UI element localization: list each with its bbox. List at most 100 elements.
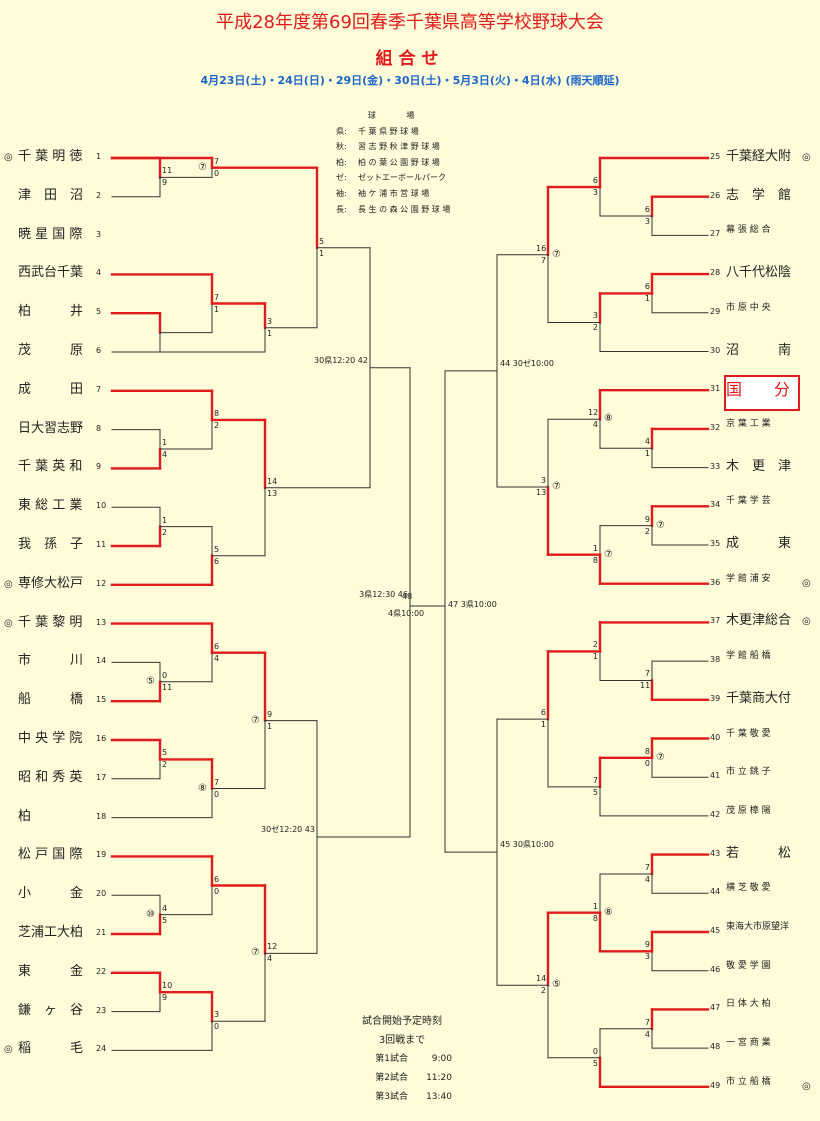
venue-item: 秋:習 志 野 秋 津 野 球 場 [336,142,440,152]
team-name: 千 葉 学 芸 [726,496,771,507]
team-number: 6 [96,346,102,355]
team-name: 茂 原 樟 陽 [726,805,771,816]
game-score-top: 1 [592,543,598,553]
team-number: 40 [710,732,721,742]
team-name: 千 葉 敬 愛 [726,728,771,739]
seed-mark: ◎ [802,616,811,628]
game-score-bottom: 13 [267,488,278,498]
game-number-label: 47 3県10:00 [448,599,497,609]
game-score-top: 1 [592,901,598,911]
team-name: 津 田 沼 [18,187,84,203]
inning-called-mark: ⑩ [146,908,155,920]
game-score-top: 6 [644,282,650,292]
team-number: 7 [96,384,102,394]
game-score-top: 3 [592,311,598,321]
team-number: 2 [96,190,102,200]
game-number-label: 3県12:30 46 [359,590,408,600]
team-number: 34 [710,500,721,510]
game-score-top: 14 [536,974,547,984]
tournament-dates: 4月23日(土)・24日(日)・29日(金)・30日(土)・5月3日(火)・4日… [200,74,620,87]
team-name: 幕 張 総 合 [726,225,771,236]
team-number: 22 [96,966,107,976]
team-name: 中 央 学 院 [18,731,83,746]
team-number: 31 [710,384,721,394]
game-score-bottom: 8 [592,555,598,565]
game-score-top: 3 [214,1010,220,1020]
venue-item: 袖:袖 ケ 浦 市 営 球 場 [336,188,430,198]
game-score-bottom: 5 [592,1058,598,1068]
team-name: 学 館 船 橋 [726,651,771,662]
game-score-bottom: 5 [162,915,168,925]
team-number: 9 [96,462,102,472]
game-score-top: 12 [588,408,599,418]
team-number: 27 [710,229,721,239]
team-number: 25 [710,152,721,161]
team-name: 我 孫 子 [18,537,84,552]
team-number: 32 [710,422,721,432]
seed-mark: ◎ [4,617,13,629]
game-score-top: 8 [644,746,650,756]
team-name: 国 分 [726,380,791,400]
team-name: 専修大松戸 [18,575,84,591]
team-name: 成 田 [18,381,84,397]
inning-called-mark: ⑧ [198,782,207,794]
team-name: 柏 [18,808,32,824]
inning-called-mark: ⑦ [552,248,561,260]
game-score-top: 6 [592,176,598,186]
team-name: 船 橋 [18,692,84,708]
team-name: 東 総 工 業 [18,498,83,514]
team-name: 西武台千葉 [18,265,84,281]
venue-item: 県:千 葉 県 野 球 場 [336,126,419,136]
inning-called-mark: ⑦ [656,519,665,531]
team-number: 47 [710,1003,721,1013]
venue-item: ゼ:ゼットエーボールパーク [336,173,446,183]
inning-called-mark: ⑦ [198,161,207,173]
team-number: 41 [710,771,721,781]
team-number: 24 [96,1044,107,1054]
game-score-bottom: 6 [214,556,220,566]
game-score-top: 16 [536,243,547,253]
team-name: 東海大市原望洋 [726,922,790,932]
game-score-top: 4 [162,903,168,913]
tournament-title: 平成28年度第69回春季千葉県高等学校野球大会 [216,12,604,33]
team-number: 33 [710,461,721,471]
game-score-top: 1 [162,438,168,447]
game-score-bottom: 1 [267,721,273,731]
game-score-bottom: 4 [214,653,220,663]
team-number: 10 [96,501,107,511]
game-score-bottom: 1 [214,304,220,314]
team-number: 45 [710,926,721,935]
game-score-bottom: 9 [162,993,168,1003]
game-score-bottom: 2 [592,323,598,333]
team-number: 18 [96,811,107,821]
inning-called-mark: ⑦ [604,548,613,560]
game-number-label: 44 30ゼ10:00 [500,358,554,368]
game-score-bottom: 3 [644,217,650,227]
game-score-top: 5 [319,236,325,246]
game-score-bottom: 2 [214,420,220,430]
game-score-top: 6 [214,641,220,651]
team-name: 暁 星 国 際 [18,226,83,242]
team-name: 市 川 [18,653,84,669]
game-score-bottom: 5 [592,787,598,797]
inning-called-mark: ⑦ [552,480,561,492]
game-score-top: 1 [162,515,168,525]
team-number: 12 [96,578,107,588]
game-score-bottom: 2 [162,527,168,537]
team-name: 千葉経大附 [726,149,792,164]
inning-called-mark: ⑤ [552,979,561,991]
venue-legend: 球 場 県:千 葉 県 野 球 場 秋:習 志 野 秋 津 野 球 場 柏:柏 … [336,108,450,217]
game-score-top: 3 [267,316,273,326]
game-score-top: 6 [540,708,546,718]
team-name: 京 葉 工 業 [726,418,771,429]
team-number: 16 [96,734,107,743]
game-number-label: 30県12:20 42 [314,355,368,365]
team-name: 千 葉 明 徳 [18,149,83,164]
game-score-bottom: 3 [644,952,650,962]
team-name: 沼 南 [726,342,792,358]
schedule-heading: 試合開始予定時刻 [362,1016,442,1027]
game-score-bottom: 1 [540,720,546,730]
team-number: 48 [710,1042,721,1052]
game-score-bottom: 4 [644,1029,650,1039]
team-number: 21 [96,928,107,937]
